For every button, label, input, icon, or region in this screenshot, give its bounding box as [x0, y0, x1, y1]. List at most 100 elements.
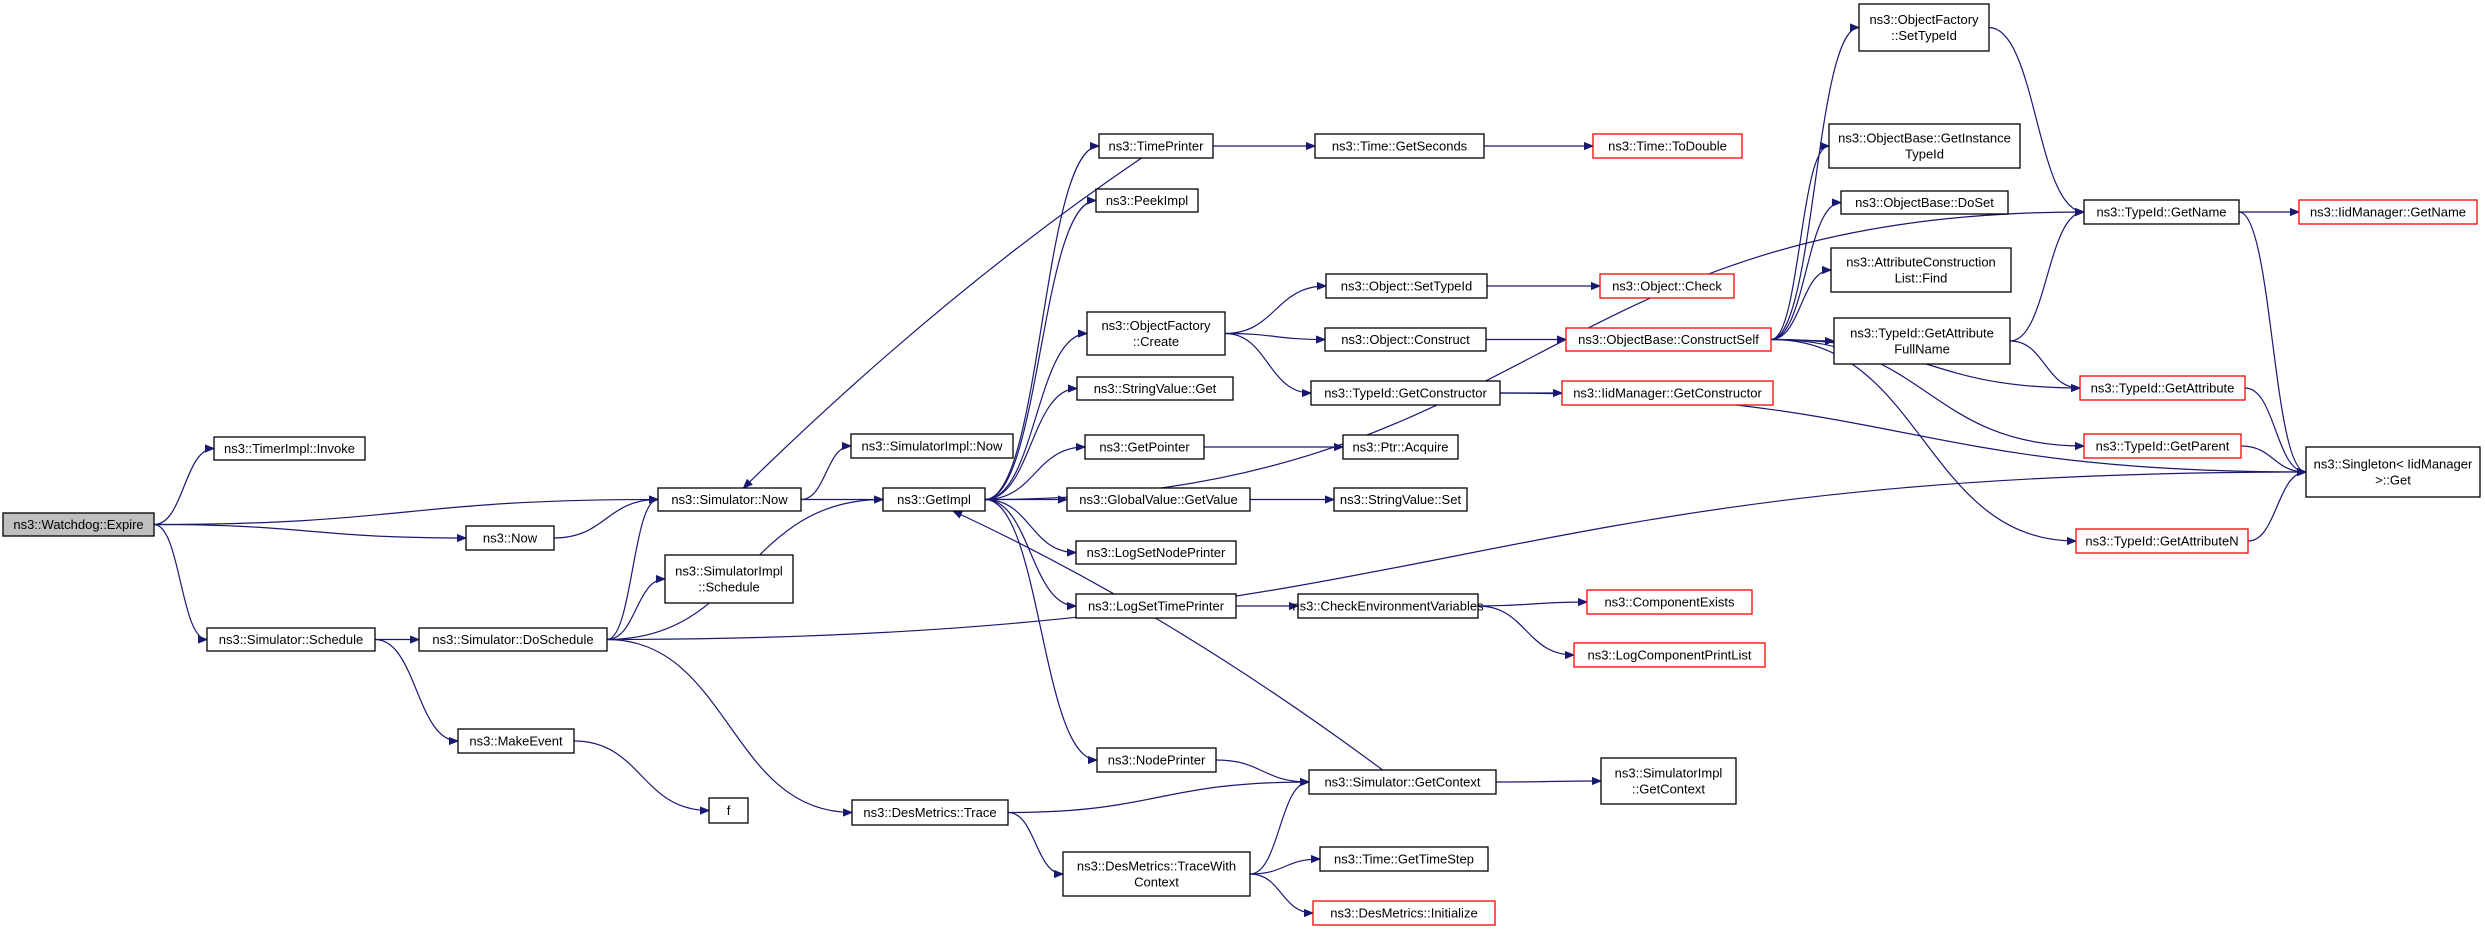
node-ns3-simulator-doschedule[interactable]: ns3::Simulator::DoSchedule	[418, 627, 608, 652]
node-ns3-desmetrics-trace[interactable]: ns3::DesMetrics::Trace	[851, 799, 1009, 826]
node-ns3-logsettimeprinter[interactable]: ns3::LogSetTimePrinter	[1075, 593, 1237, 619]
edge-ns3-simulator-doschedule-to-ns3-singleton-iidmanager-get	[606, 472, 2306, 641]
node-ns3-nodeprinter[interactable]: ns3::NodePrinter	[1096, 747, 1217, 773]
node-ns3-simulatorimpl-schedule[interactable]: ns3::SimulatorImpl::Schedule	[664, 554, 794, 604]
edge-ns3-simulator-schedule-to-ns3-makeevent	[374, 638, 458, 742]
edge-ns3-objectbase-constructself-to-ns3-typeid-getparent	[1770, 338, 2084, 447]
node-box	[1586, 589, 1753, 615]
edge-ns3-desmetrics-tracewithcontext-to-ns3-desmetrics-initialize	[1249, 873, 1313, 913]
node-label: ns3::CheckEnvironmentVariables	[1292, 599, 1484, 614]
edge-ns3-getimpl-to-ns3-peekimpl	[984, 201, 1096, 501]
node-box	[1086, 311, 1226, 356]
node-box	[1098, 133, 1214, 159]
node-ns3-objectbase-doset[interactable]: ns3::ObjectBase::DoSet	[1840, 190, 2009, 215]
node-f[interactable]: f	[708, 797, 749, 824]
node-ns3-time-todouble[interactable]: ns3::Time::ToDouble	[1592, 133, 1743, 159]
node-ns3-typeid-getname[interactable]: ns3::TypeId::GetName	[2083, 199, 2240, 225]
edge-ns3-desmetrics-tracewithcontext-to-ns3-time-gettimestep	[1249, 859, 1320, 875]
node-ns3-object-check[interactable]: ns3::Object::Check	[1599, 273, 1735, 299]
node-ns3-simulatorimpl-getcontext[interactable]: ns3::SimulatorImpl::GetContext	[1600, 757, 1737, 805]
node-box	[1076, 376, 1234, 401]
node-ns3-singleton-iidmanager-get[interactable]: ns3::Singleton< IidManager >::Get	[2305, 446, 2481, 498]
node-ns3-getimpl[interactable]: ns3::GetImpl	[882, 487, 986, 512]
node-box	[664, 554, 794, 604]
edge-ns3-simulator-doschedule-to-ns3-simulator-now	[606, 500, 659, 641]
node-ns3-objectfactory-settypeid[interactable]: ns3::ObjectFactory::SetTypeId	[1858, 3, 1990, 52]
node-box	[1342, 434, 1459, 460]
node-label: ns3::DesMetrics::TraceWith	[1077, 859, 1236, 874]
edge-ns3-desmetrics-tracewithcontext-to-ns3-simulator-getcontext	[1249, 782, 1310, 875]
node-ns3-simulatorimpl-now[interactable]: ns3::SimulatorImpl::Now	[850, 433, 1014, 459]
edge-ns3-objectbase-constructself-to-ns3-typeid-getattributen	[1770, 338, 2076, 542]
node-ns3-stringvalue-get[interactable]: ns3::StringValue::Get	[1076, 376, 1234, 401]
node-ns3-typeid-getattributen[interactable]: ns3::TypeId::GetAttributeN	[2075, 528, 2249, 554]
node-ns3-ptr-acquire[interactable]: ns3::Ptr::Acquire	[1342, 434, 1459, 460]
node-label: ::SetTypeId	[1891, 28, 1957, 43]
node-ns3-makeevent[interactable]: ns3::MakeEvent	[457, 728, 575, 754]
node-box	[1858, 3, 1990, 52]
node-ns3-componentexists[interactable]: ns3::ComponentExists	[1586, 589, 1753, 615]
node-ns3-getpointer[interactable]: ns3::GetPointer	[1084, 434, 1205, 460]
node-ns3-object-construct[interactable]: ns3::Object::Construct	[1324, 327, 1487, 352]
node-ns3-object-settypeid[interactable]: ns3::Object::SetTypeId	[1325, 273, 1488, 299]
node-ns3-simulator-getcontext[interactable]: ns3::Simulator::GetContext	[1308, 769, 1497, 795]
node-ns3-logsetnodeprinter[interactable]: ns3::LogSetNodePrinter	[1075, 540, 1237, 565]
node-ns3-simulator-now[interactable]: ns3::Simulator::Now	[657, 487, 802, 512]
node-label: ns3::StringValue::Set	[1340, 492, 1462, 507]
node-ns3-timerimpl-invoke[interactable]: ns3::TimerImpl::Invoke	[213, 436, 366, 461]
node-box	[2305, 446, 2481, 498]
node-box	[1828, 123, 2021, 169]
node-label: ::Schedule	[698, 580, 759, 595]
node-ns3-objectfactory-create[interactable]: ns3::ObjectFactory::Create	[1086, 311, 1226, 356]
node-ns3-checkenvironmentvariables[interactable]: ns3::CheckEnvironmentVariables	[1292, 593, 1484, 619]
node-ns3-globalvalue-getvalue[interactable]: ns3::GlobalValue::GetValue	[1066, 487, 1251, 512]
node-ns3-simulator-schedule[interactable]: ns3::Simulator::Schedule	[206, 627, 376, 652]
edge-ns3-getimpl-to-ns3-stringvalue-get	[984, 389, 1077, 501]
edge-ns3-simulator-doschedule-to-ns3-simulatorimpl-schedule	[606, 579, 666, 641]
node-label: ns3::GetImpl	[897, 492, 971, 507]
node-ns3-peekimpl[interactable]: ns3::PeekImpl	[1095, 188, 1199, 213]
node-box	[1297, 593, 1479, 619]
node-label: ns3::TypeId::GetConstructor	[1324, 386, 1487, 401]
node-ns3-typeid-getparent[interactable]: ns3::TypeId::GetParent	[2083, 433, 2242, 459]
node-box	[1075, 593, 1237, 619]
node-ns3-typeid-getattribute[interactable]: ns3::TypeId::GetAttribute	[2079, 375, 2246, 401]
node-box	[851, 799, 1009, 826]
node-label: ns3::TimerImpl::Invoke	[224, 441, 355, 456]
node-ns3-objectbase-constructself[interactable]: ns3::ObjectBase::ConstructSelf	[1565, 327, 1772, 352]
node-ns3-desmetrics-initialize[interactable]: ns3::DesMetrics::Initialize	[1312, 900, 1496, 926]
node-ns3-timeprinter[interactable]: ns3::TimePrinter	[1098, 133, 1214, 159]
edge-ns3-typeid-getattributefullname-to-ns3-typeid-getname	[2009, 212, 2085, 342]
node-box	[1840, 190, 2009, 215]
node-ns3-stringvalue-set[interactable]: ns3::StringValue::Set	[1333, 487, 1468, 512]
node-ns3-iidmanager-getconstructor[interactable]: ns3::IidManager::GetConstructor	[1561, 380, 1774, 406]
node-label: List::Find	[1895, 271, 1948, 286]
node-label: ns3::Time::ToDouble	[1608, 139, 1727, 154]
node-box	[1833, 317, 2011, 365]
edge-ns3-desmetrics-trace-to-ns3-desmetrics-tracewithcontext	[1007, 811, 1064, 875]
node-ns3-typeid-getconstructor[interactable]: ns3::TypeId::GetConstructor	[1310, 380, 1501, 406]
edge-ns3-simulator-getcontext-to-ns3-getimpl	[953, 510, 1383, 771]
edge-ns3-objectbase-constructself-to-ns3-attributeconstructionlist-find	[1770, 270, 1832, 341]
node-box	[657, 487, 802, 512]
node-ns3-time-gettimestep[interactable]: ns3::Time::GetTimeStep	[1319, 846, 1489, 872]
node-label: ns3::ObjectFactory	[1101, 318, 1211, 333]
node-box	[1599, 273, 1735, 299]
node-ns3-iidmanager-getname[interactable]: ns3::IidManager::GetName	[2298, 199, 2478, 225]
node-ns3-time-getseconds[interactable]: ns3::Time::GetSeconds	[1314, 133, 1485, 159]
edge-ns3-typeid-getattributefullname-to-ns3-typeid-getattribute	[2009, 340, 2080, 388]
node-label: ns3::LogSetTimePrinter	[1088, 599, 1225, 614]
node-ns3-now[interactable]: ns3::Now	[465, 525, 555, 551]
node-box	[1600, 757, 1737, 805]
node-ns3-logcomponentprintlist[interactable]: ns3::LogComponentPrintList	[1573, 642, 1766, 668]
node-label: f	[727, 803, 731, 818]
node-box	[708, 797, 749, 824]
edge-ns3-objectbase-constructself-to-ns3-objectfactory-settypeid	[1770, 28, 1860, 341]
node-label: ns3::DesMetrics::Initialize	[1330, 906, 1477, 921]
node-label: ns3::Time::GetTimeStep	[1334, 852, 1474, 867]
edge-ns3-simulator-getcontext-to-ns3-simulatorimpl-getcontext	[1495, 781, 1601, 782]
